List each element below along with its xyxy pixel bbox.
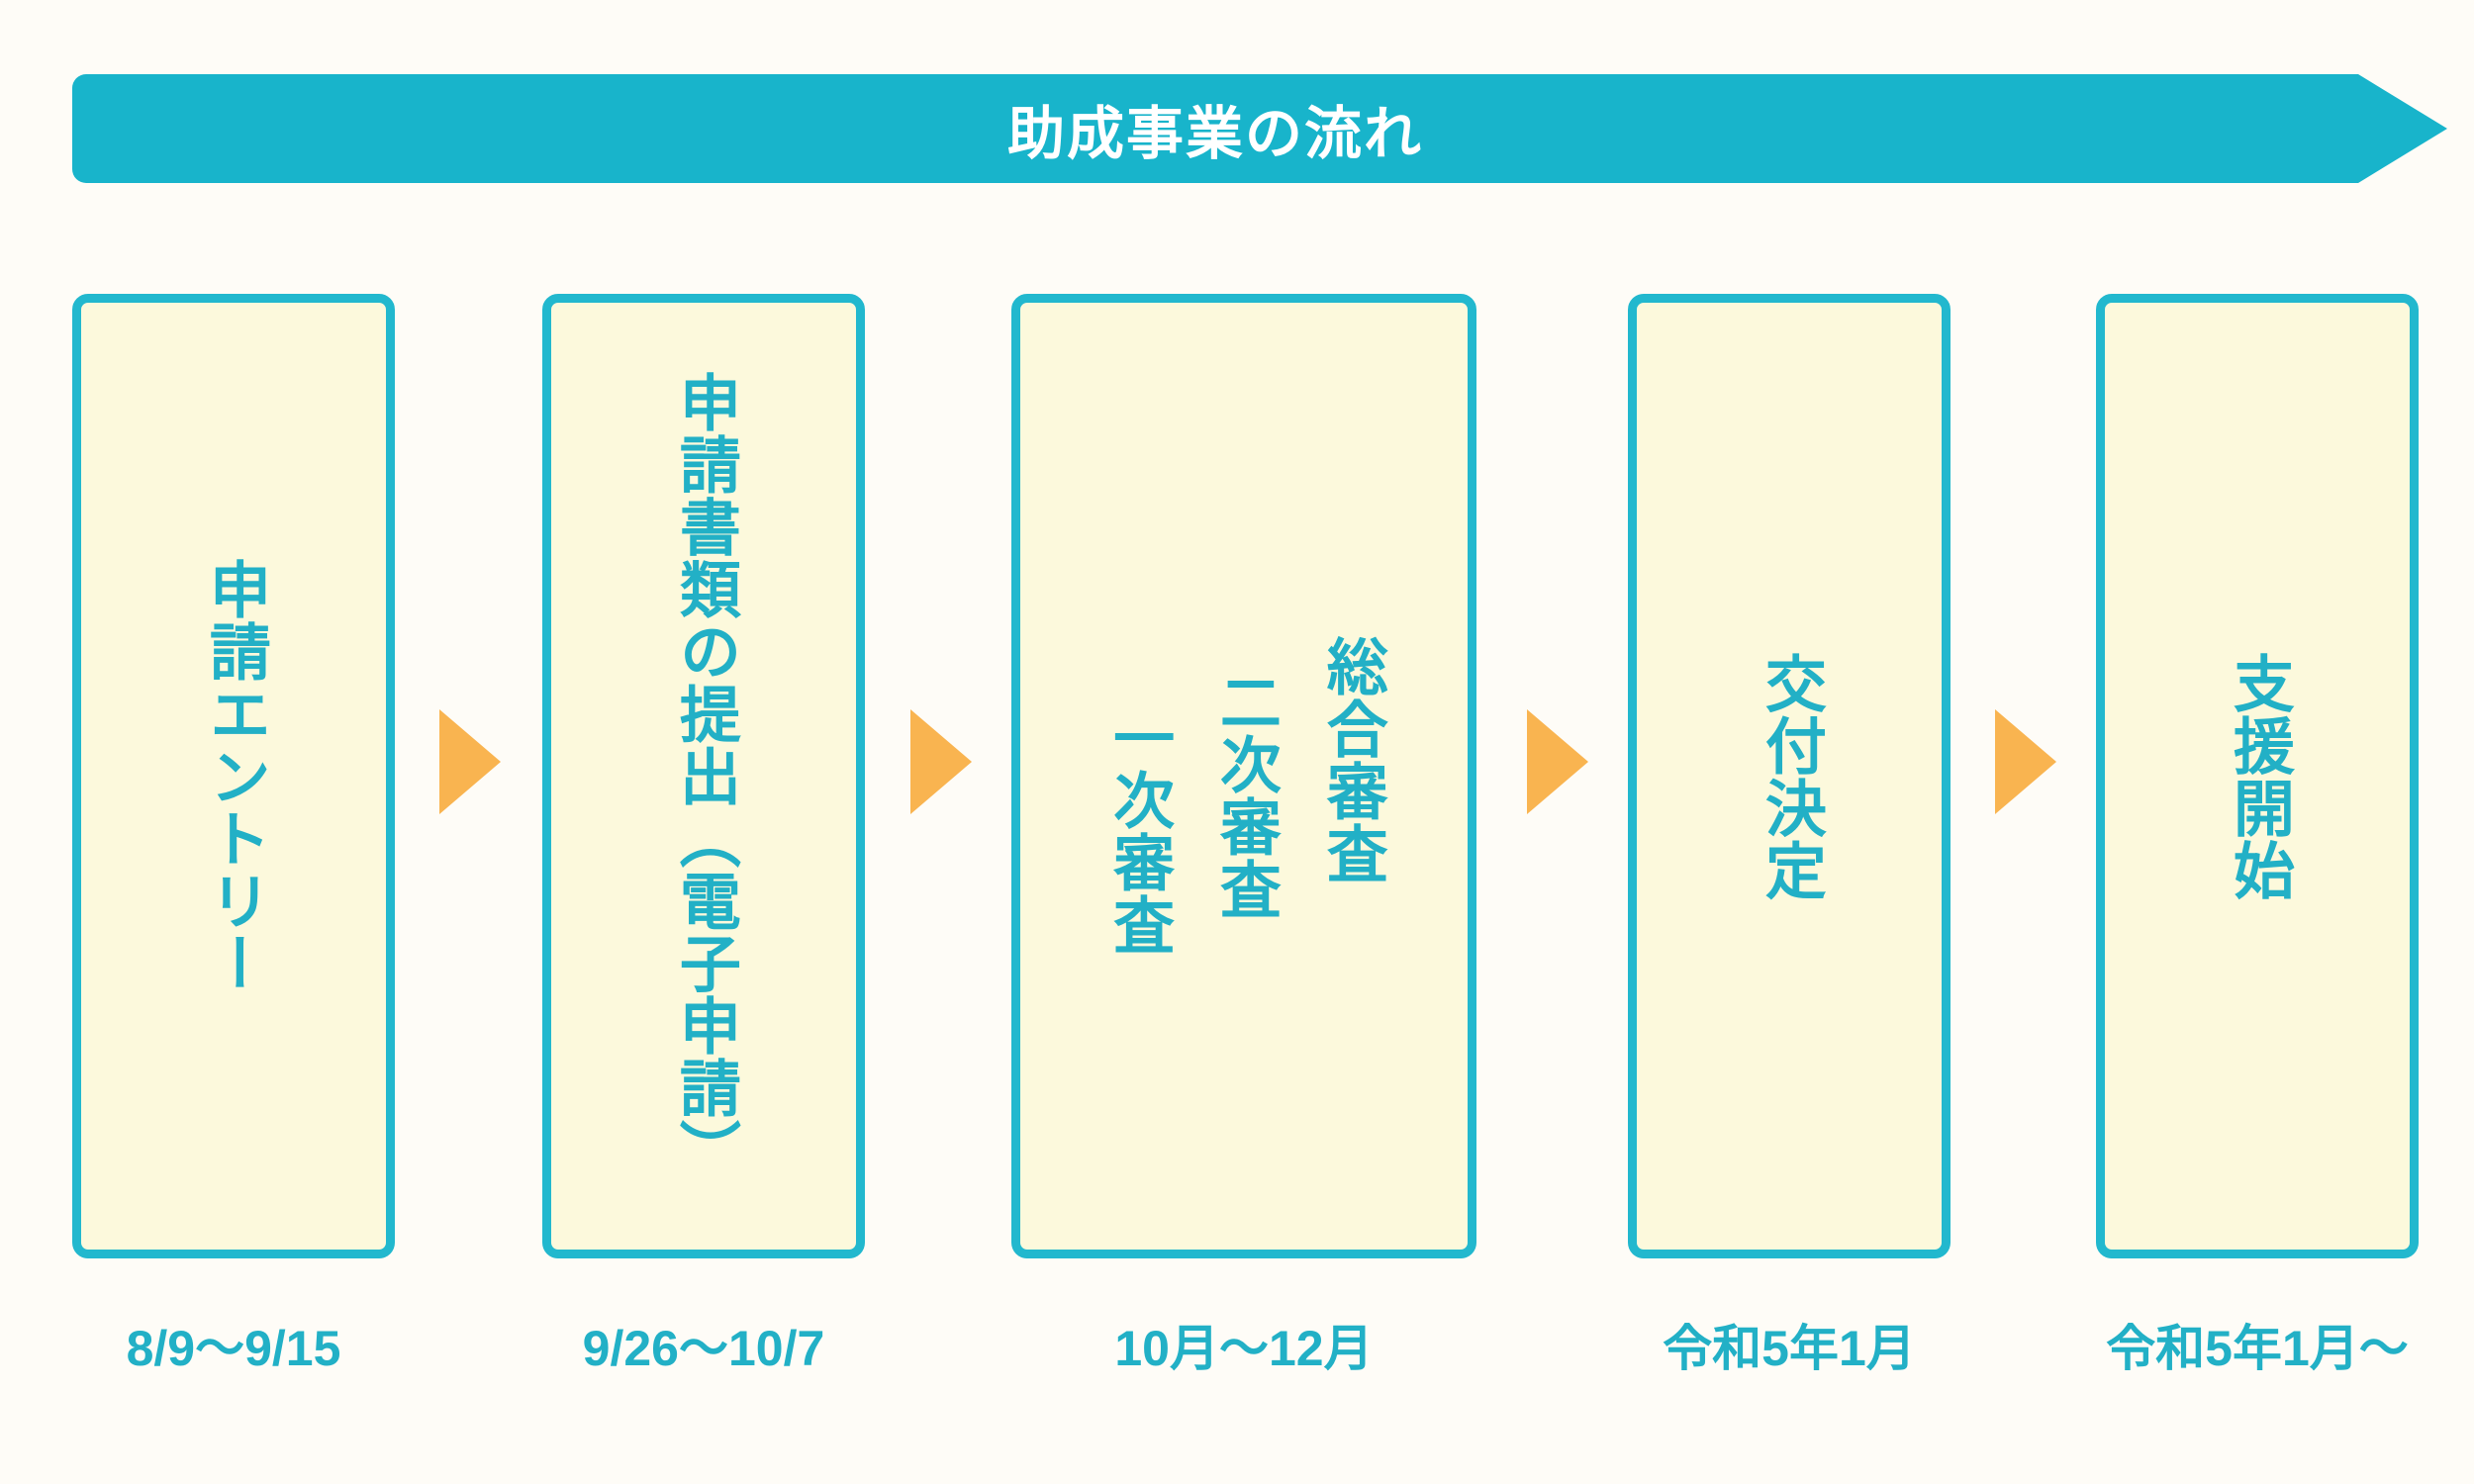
- review-label-comprehensive: 総合審査: [1316, 635, 1385, 884]
- step-box-document-submission[interactable]: 申請書類の提出（電子申請）: [542, 294, 865, 1258]
- step-label-application-entry: 申請エントリー: [199, 558, 268, 994]
- date-caption-document-submission: 9/26〜10/7: [582, 1321, 825, 1376]
- banner-arrow-shape: [72, 74, 2447, 183]
- triangle-right-icon: [439, 709, 501, 814]
- review-column-stack: 総合審査 二次審査 一次審査: [1020, 303, 1468, 1250]
- step-label-support-start: 支援開始: [2223, 651, 2292, 901]
- header-banner: 助成事業の流れ: [72, 74, 2447, 183]
- step-label-document-submission: 申請書類の提出（電子申請）: [669, 371, 738, 1181]
- step-box-grant-decision[interactable]: 交付決定: [1628, 294, 1951, 1258]
- step-box-application-entry[interactable]: 申請エントリー: [72, 294, 395, 1258]
- date-caption-grant-decision: 令和5年1月: [1663, 1321, 1916, 1376]
- triangle-right-icon: [1527, 709, 1588, 814]
- review-label-second: 二次審査: [1209, 671, 1279, 920]
- date-caption-review: 10月〜12月: [1114, 1321, 1374, 1376]
- date-caption-application-entry: 8/9〜9/15: [126, 1321, 341, 1376]
- step-box-review[interactable]: 総合審査 二次審査 一次審査: [1011, 294, 1476, 1258]
- step-box-support-start[interactable]: 支援開始: [2096, 294, 2419, 1258]
- date-caption-support-start: 令和5年1月〜: [2106, 1321, 2409, 1376]
- page-title: 助成事業の流れ: [1006, 102, 1423, 166]
- triangle-right-icon: [1995, 709, 2056, 814]
- step-label-grant-decision: 交付決定: [1755, 651, 1824, 901]
- review-label-first: 一次審査: [1103, 706, 1173, 956]
- triangle-right-icon: [910, 709, 972, 814]
